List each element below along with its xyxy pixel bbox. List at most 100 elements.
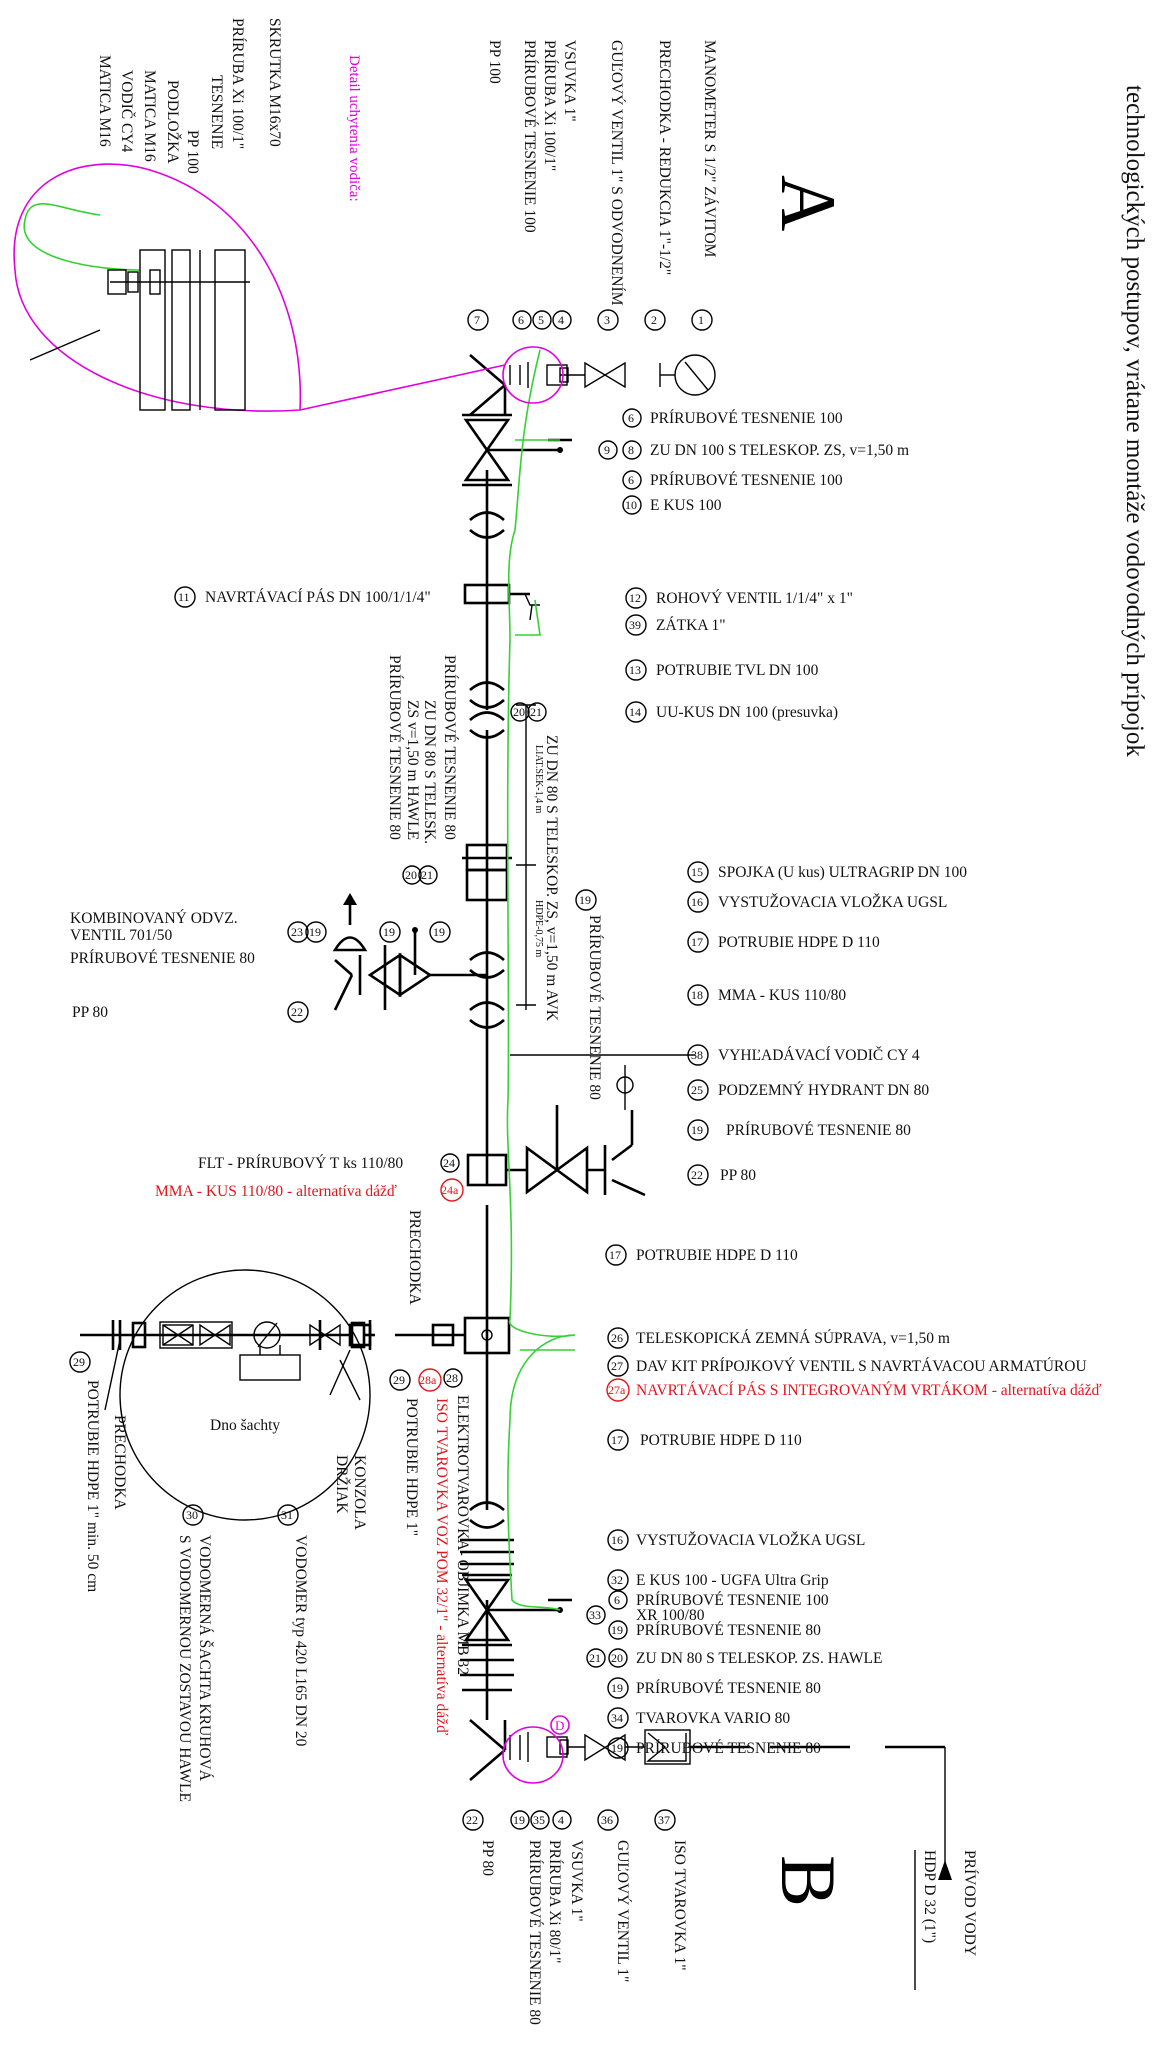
svg-text:35: 35: [533, 1813, 545, 1827]
svg-text:21: 21: [530, 705, 542, 719]
svg-text:3: 3: [604, 313, 610, 327]
svg-text:PRÍRUBA Xi 100/1": PRÍRUBA Xi 100/1": [541, 40, 558, 171]
svg-text:GUĽOVÝ VENTIL 1" S ODVODNENÍM: GUĽOVÝ VENTIL 1" S ODVODNENÍM: [608, 40, 625, 306]
svg-text:25: 25: [691, 1083, 703, 1097]
svg-text:PRÍRUBOVÉ TESNENIE 80: PRÍRUBOVÉ TESNENIE 80: [441, 655, 458, 840]
svg-text:VODIČ CY4: VODIČ CY4: [118, 70, 135, 152]
svg-text:VYSTUŽOVACIA VLOŽKA UGSL: VYSTUŽOVACIA VLOŽKA UGSL: [718, 894, 947, 911]
svg-text:17: 17: [609, 1248, 621, 1262]
service-branch: [80, 1269, 511, 1521]
svg-text:HDPE-0,75 m: HDPE-0,75 m: [533, 900, 544, 957]
svg-text:SPOJKA (U kus) ULTRAGRIP DN 10: SPOJKA (U kus) ULTRAGRIP DN 100: [718, 864, 967, 881]
svg-text:6: 6: [628, 473, 634, 487]
svg-text:22: 22: [291, 1005, 303, 1019]
svg-text:6: 6: [628, 411, 634, 425]
svg-text:DAV KIT PRÍPOJKOVÝ VENTIL S NA: DAV KIT PRÍPOJKOVÝ VENTIL S NAVRTÁVACOU …: [636, 1358, 1087, 1375]
air-valve-branch: [332, 893, 487, 1011]
svg-text:MMA - KUS 110/80 - alternatíva: MMA - KUS 110/80 - alternatíva dážď: [155, 1183, 397, 1200]
svg-text:VENTIL 701/50: VENTIL 701/50: [70, 927, 173, 944]
svg-text:PRÍVOD VODY: PRÍVOD VODY: [961, 1850, 978, 1956]
svg-text:SKRUTKA M16x70: SKRUTKA M16x70: [266, 18, 283, 147]
svg-text:NAVRTÁVACÍ PÁS DN 100/1/1/4": NAVRTÁVACÍ PÁS DN 100/1/1/4": [205, 589, 431, 606]
svg-text:POTRUBIE HDPE 1": POTRUBIE HDPE 1": [403, 1398, 420, 1536]
svg-text:39: 39: [629, 618, 641, 632]
svg-text:PRÍRUBOVÉ TESNENIE 80: PRÍRUBOVÉ TESNENIE 80: [636, 1740, 821, 1757]
svg-text:PRÍRUBA Xi 100/1": PRÍRUBA Xi 100/1": [229, 18, 246, 149]
svg-text:ELEKTROTVAROVKA- OBJIMKA MB 32: ELEKTROTVAROVKA- OBJIMKA MB 32: [454, 1395, 471, 1675]
svg-text:19: 19: [691, 1123, 703, 1137]
svg-text:PRÍRUBOVÉ TESNENIE 100: PRÍRUBOVÉ TESNENIE 100: [636, 1592, 829, 1609]
svg-text:36: 36: [601, 1813, 613, 1827]
svg-text:S VODOMERNOU ZOSTAVOU HAWLE: S VODOMERNOU ZOSTAVOU HAWLE: [176, 1535, 193, 1802]
svg-text:PODLOŽKA: PODLOŽKA: [164, 80, 181, 164]
svg-text:XR 100/80: XR 100/80: [636, 1607, 705, 1624]
svg-text:PP 100: PP 100: [486, 40, 503, 84]
section-a-letter: A: [765, 175, 852, 231]
top-component-list: MANOMETER S 1/2" ZÁVITOM PRECHODKA - RED…: [467, 40, 718, 331]
svg-text:PRÍRUBOVÉ TESNENIE 80: PRÍRUBOVÉ TESNENIE 80: [386, 655, 403, 840]
svg-text:23: 23: [291, 925, 303, 939]
svg-text:11: 11: [178, 590, 190, 604]
svg-text:22: 22: [466, 1813, 478, 1827]
svg-text:10: 10: [625, 498, 637, 512]
center-vertical-notes: 20 21 ZU DN 80 S TELESKOP. ZS, v=1,50 m …: [69, 702, 603, 1802]
svg-text:ISO TVAROVKA 1": ISO TVAROVKA 1": [671, 1840, 688, 1971]
svg-text:PRÍRUBOVÉ TESNENIE 80: PRÍRUBOVÉ TESNENIE 80: [586, 915, 603, 1100]
svg-text:ZS v=1,50 m HAWLE: ZS v=1,50 m HAWLE: [404, 700, 421, 840]
svg-text:MANOMETER S 1/2" ZÁVITOM: MANOMETER S 1/2" ZÁVITOM: [701, 40, 718, 258]
svg-text:12: 12: [629, 591, 641, 605]
svg-text:37: 37: [658, 1813, 670, 1827]
water-supply-label: PRÍVOD VODY HDP D 32 (1"): [914, 1850, 978, 1990]
section-b-letter: B: [765, 1855, 852, 1907]
svg-text:ROHOVÝ VENTIL 1/1/4" x 1": ROHOVÝ VENTIL 1/1/4" x 1": [656, 590, 853, 607]
svg-text:28a: 28a: [419, 1373, 437, 1387]
svg-text:29: 29: [73, 1355, 85, 1369]
svg-text:VYSTUŽOVACIA VLOŽKA UGSL: VYSTUŽOVACIA VLOŽKA UGSL: [636, 1532, 865, 1549]
svg-text:8: 8: [628, 443, 634, 457]
svg-text:30: 30: [186, 1508, 198, 1522]
svg-text:POTRUBIE HDPE D 110: POTRUBIE HDPE D 110: [636, 1247, 798, 1264]
svg-text:GUĽOVÝ VENTIL 1": GUĽOVÝ VENTIL 1": [614, 1840, 631, 1982]
hydrant-branch: [466, 1065, 646, 1197]
svg-text:MATICA M16: MATICA M16: [96, 55, 113, 147]
svg-text:ZU DN 80 S TELESKOP. ZS. HAWLE: ZU DN 80 S TELESKOP. ZS. HAWLE: [636, 1650, 882, 1667]
svg-text:15: 15: [691, 865, 703, 879]
svg-text:27a: 27a: [608, 1383, 626, 1397]
svg-text:7: 7: [474, 313, 480, 327]
svg-text:POTRUBIE HDPE D 110: POTRUBIE HDPE D 110: [640, 1432, 802, 1449]
svg-text:PRECHODKA - REDUKCIA 1"-1/2": PRECHODKA - REDUKCIA 1"-1/2": [656, 40, 673, 275]
svg-text:PRECHODKA: PRECHODKA: [406, 1210, 423, 1306]
svg-text:PRÍRUBOVÉ TESNENIE 100: PRÍRUBOVÉ TESNENIE 100: [650, 472, 843, 489]
drawing-title: technologických postupov, vrátane montáž…: [1121, 85, 1148, 757]
svg-text:TELESKOPICKÁ ZEMNÁ SÚPRAVA, v=: TELESKOPICKÁ ZEMNÁ SÚPRAVA, v=1,50 m: [636, 1330, 950, 1347]
svg-text:PRÍRUBOVÉ TESNENIE 80: PRÍRUBOVÉ TESNENIE 80: [636, 1622, 821, 1639]
svg-text:24a: 24a: [441, 1183, 459, 1197]
svg-text:5: 5: [538, 313, 544, 327]
svg-text:34: 34: [611, 1711, 623, 1725]
svg-text:DRŽIAK: DRŽIAK: [333, 1455, 350, 1514]
svg-text:POTRUBIE HDPE D 110: POTRUBIE HDPE D 110: [718, 934, 880, 951]
svg-text:MMA - KUS 110/80: MMA - KUS 110/80: [718, 987, 846, 1004]
svg-text:PRÍRUBOVÉ TESNENIE 80: PRÍRUBOVÉ TESNENIE 80: [526, 1840, 543, 2025]
bottom-component-list: 22 19 35 4 36 37 PP 80 PRÍRUBOVÉ TESNENI…: [462, 1809, 688, 2025]
detail-marker-d: D: [555, 1718, 564, 1733]
svg-text:21: 21: [421, 868, 433, 882]
svg-text:16: 16: [691, 895, 703, 909]
svg-text:FLT - PRÍRUBOVÝ T ks 110/80: FLT - PRÍRUBOVÝ T ks 110/80: [198, 1155, 403, 1172]
svg-text:21: 21: [589, 1651, 601, 1665]
svg-text:PP 80: PP 80: [479, 1840, 496, 1876]
svg-text:16: 16: [611, 1533, 623, 1547]
svg-text:VSUVKA 1": VSUVKA 1": [561, 40, 578, 122]
svg-text:VYHĽADÁVACÍ VODIČ CY 4: VYHĽADÁVACÍ VODIČ CY 4: [718, 1047, 920, 1064]
svg-text:VSUVKA 1": VSUVKA 1": [568, 1840, 585, 1922]
svg-text:20: 20: [405, 868, 417, 882]
svg-text:22: 22: [691, 1168, 703, 1182]
svg-text:VODOMERNÁ ŠACHTA KRUHOVÁ: VODOMERNÁ ŠACHTA KRUHOVÁ: [196, 1535, 213, 1782]
svg-text:38: 38: [691, 1048, 703, 1062]
svg-text:19: 19: [433, 925, 445, 939]
svg-text:14: 14: [629, 705, 641, 719]
svg-text:PP 80: PP 80: [72, 1004, 108, 1021]
